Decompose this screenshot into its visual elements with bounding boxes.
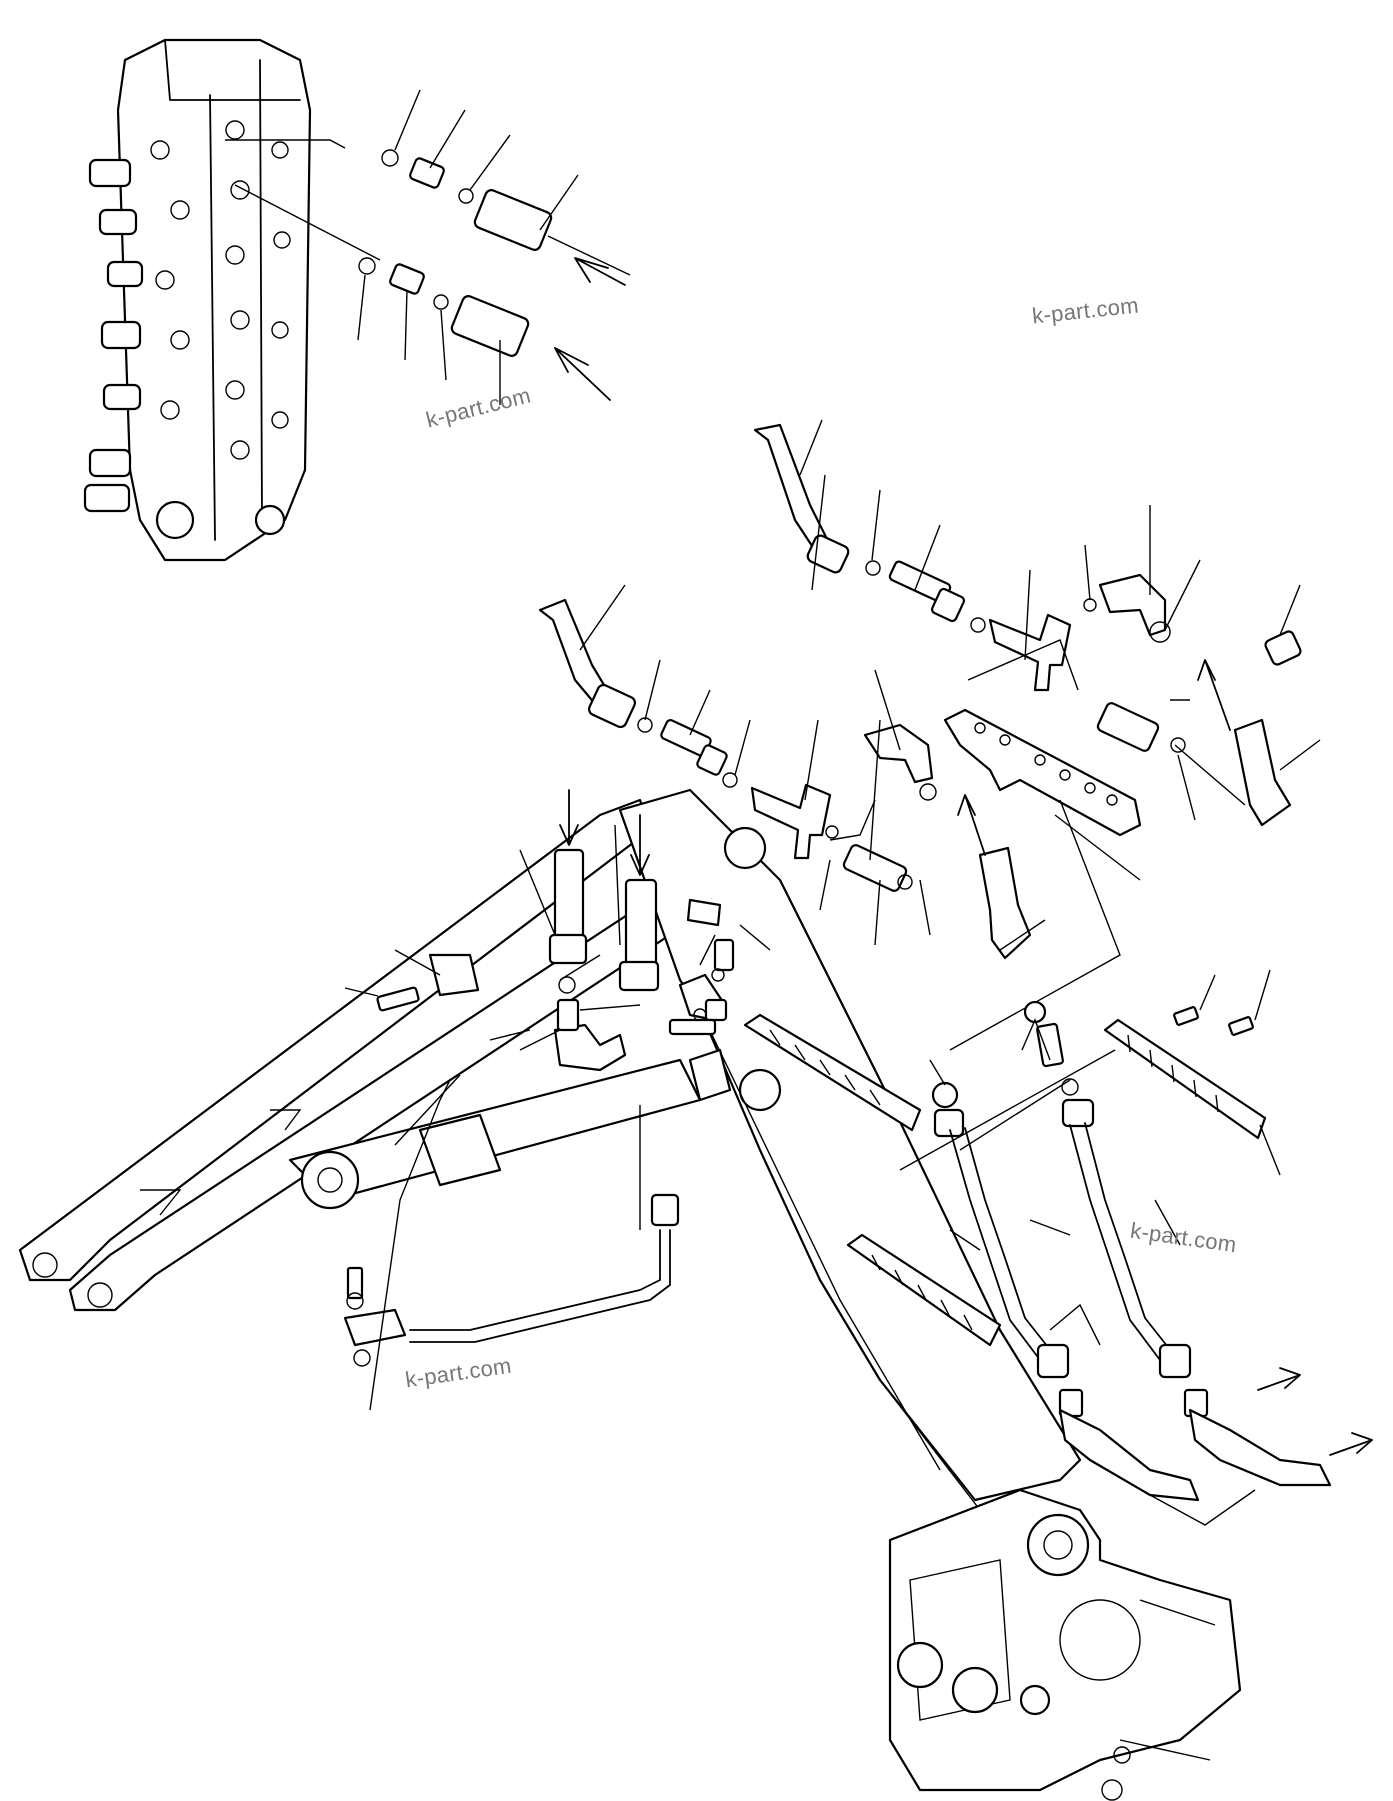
valve-ports [150, 120, 291, 540]
vertical-hoses [548, 789, 735, 1072]
upper-leader-lines [357, 89, 579, 405]
valve-port-fittings-upper [358, 149, 631, 401]
mounting-bracket [943, 708, 1142, 1051]
valve-spools-left [83, 158, 144, 513]
center-lower-leaders [344, 824, 771, 1411]
right-upper-leaders [799, 419, 1321, 821]
right-lower-leaders [899, 969, 1281, 1526]
small-bracket-left [376, 898, 722, 1012]
swing-bracket-base [888, 1488, 1242, 1801]
clamp-strip-right [1103, 1018, 1267, 1140]
clamp-strip-lower [846, 1233, 1002, 1347]
cylinder-pipe [343, 1193, 680, 1367]
clamp-strip-upper [743, 1013, 922, 1132]
boom-cylinder [288, 1048, 732, 1210]
center-leaders [579, 584, 1046, 951]
center-hose-group [538, 598, 1032, 960]
right-lower-hoses [931, 1000, 1373, 1502]
control-valve-block [83, 38, 381, 562]
